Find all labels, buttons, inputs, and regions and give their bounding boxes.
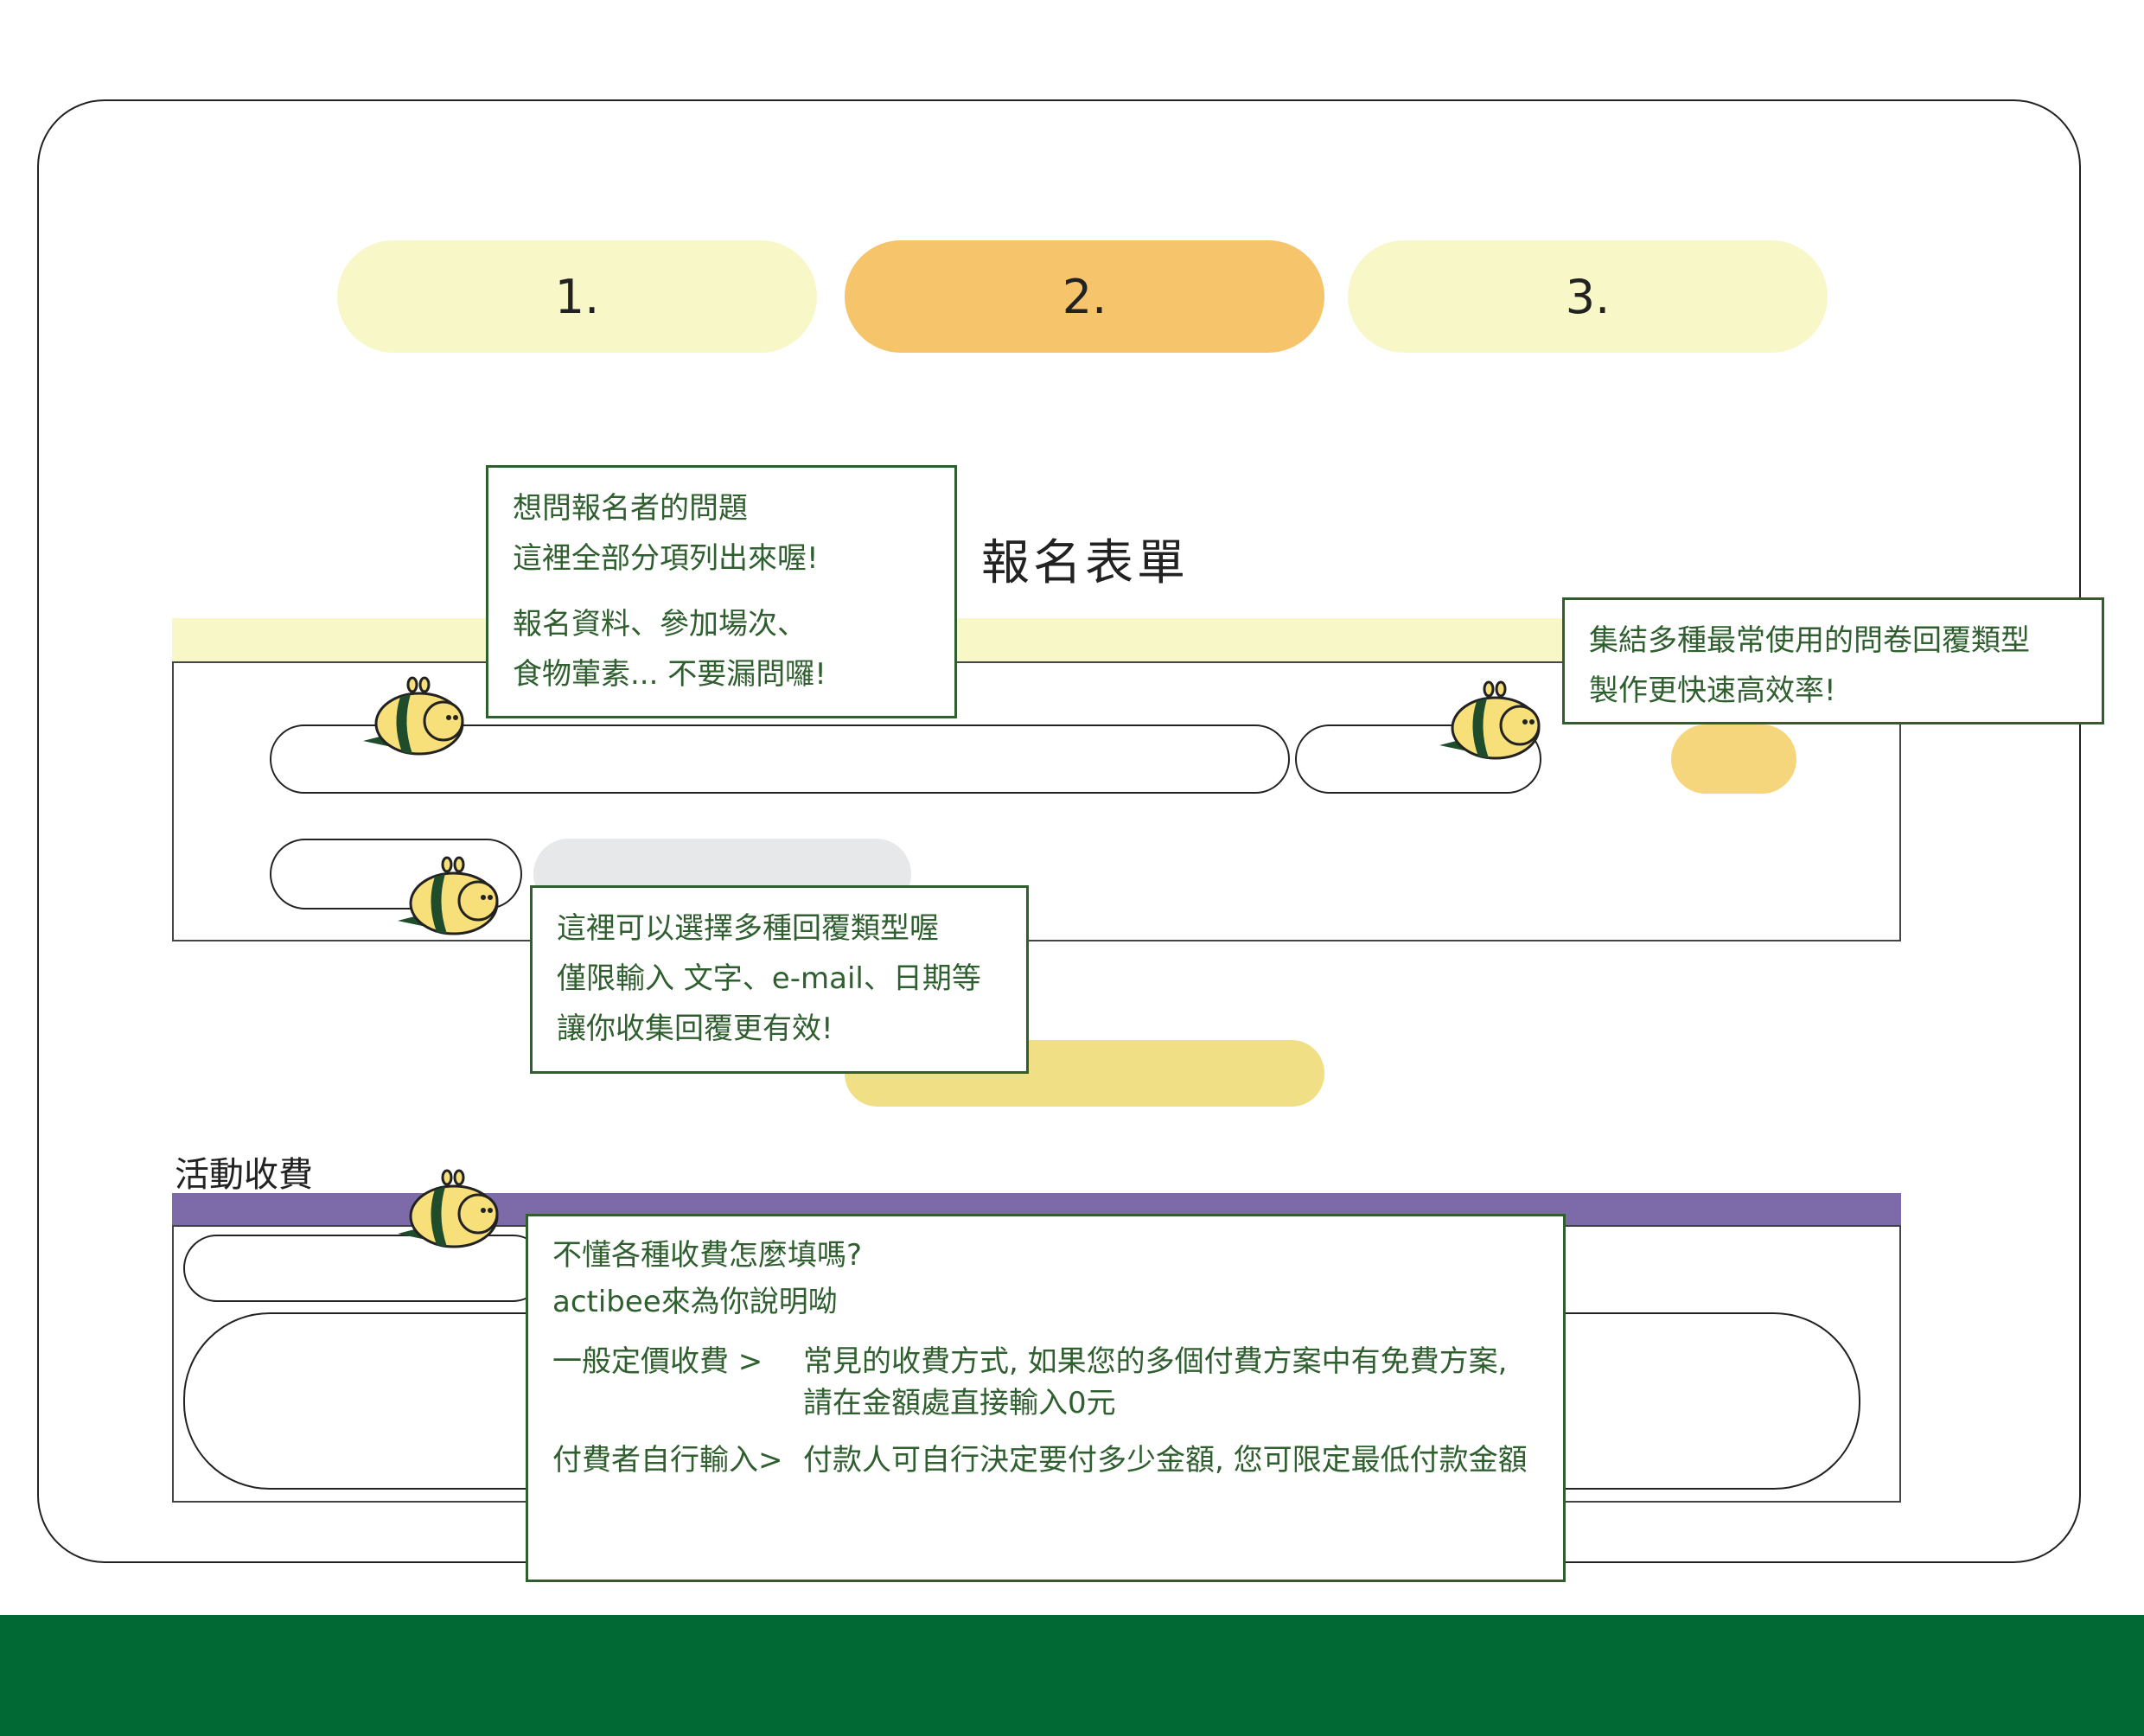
step-2-tab[interactable]: 2. [845,240,1324,353]
fee-type-key: 付費者自行輸入> [552,1443,783,1478]
bee-icon [1439,680,1541,760]
callout-text: 這裡全部分項列出來喔! [513,541,819,576]
fee-type-value: 付款人可自行決定要付多少金額, 您可限定最低付款金額 [803,1443,1528,1478]
bee-icon [398,1169,499,1248]
callout-text: 僅限輸入 文字、e-mail、日期等 [557,961,981,996]
form-title: 報名表單 [981,535,1189,591]
bee-icon [398,856,499,935]
validation-callout: 這裡可以選擇多種回覆類型喔 僅限輸入 文字、e-mail、日期等 讓你收集回覆更… [530,885,1029,1074]
fee-type-value: 常見的收費方式, 如果您的多個付費方案中有免費方案, 請在金額處直接輸入0元 [803,1344,1508,1420]
fee-section-label: 活動收費 [175,1155,313,1195]
fee-type-row: 一般定價收費 > 常見的收費方式, 如果您的多個付費方案中有免費方案, 請在金額… [552,1341,1539,1424]
callout-text: 讓你收集回覆更有效! [557,1012,833,1046]
callout-text: actibee來為你說明呦 [552,1285,838,1319]
callout-text: 集結多種最常使用的問卷回覆類型 [1589,623,2030,658]
step-3-tab[interactable]: 3. [1348,240,1828,353]
footer-bar [0,1615,2144,1736]
fee-type-select[interactable] [183,1235,546,1302]
callout-text: 想問報名者的問題 [513,491,748,526]
fees-help-callout: 不懂各種收費怎麼填嗎? actibee來為你說明呦 一般定價收費 > 常見的收費… [526,1214,1566,1582]
add-question-button[interactable] [1671,724,1796,794]
form-section [172,661,1901,941]
callout-text: 食物葷素... 不要漏問囉! [513,657,826,692]
types-callout: 集結多種最常使用的問卷回覆類型 製作更快速高效率! [1562,597,2104,724]
questions-callout: 想問報名者的問題 這裡全部分項列出來喔! 報名資料、參加場次、 食物葷素... … [486,465,957,718]
callout-text: 報名資料、參加場次、 [513,607,807,641]
fee-type-row: 付費者自行輸入> 付款人可自行決定要付多少金額, 您可限定最低付款金額 [552,1439,1539,1481]
fee-type-key: 一般定價收費 > [552,1344,763,1379]
bee-icon [363,676,464,756]
callout-text: 不懂各種收費怎麼填嗎? [552,1238,863,1273]
question-option-field[interactable] [270,839,522,909]
step-1-tab[interactable]: 1. [337,240,817,353]
callout-text: 這裡可以選擇多種回覆類型喔 [557,911,939,946]
callout-text: 製作更快速高效率! [1589,673,1836,708]
